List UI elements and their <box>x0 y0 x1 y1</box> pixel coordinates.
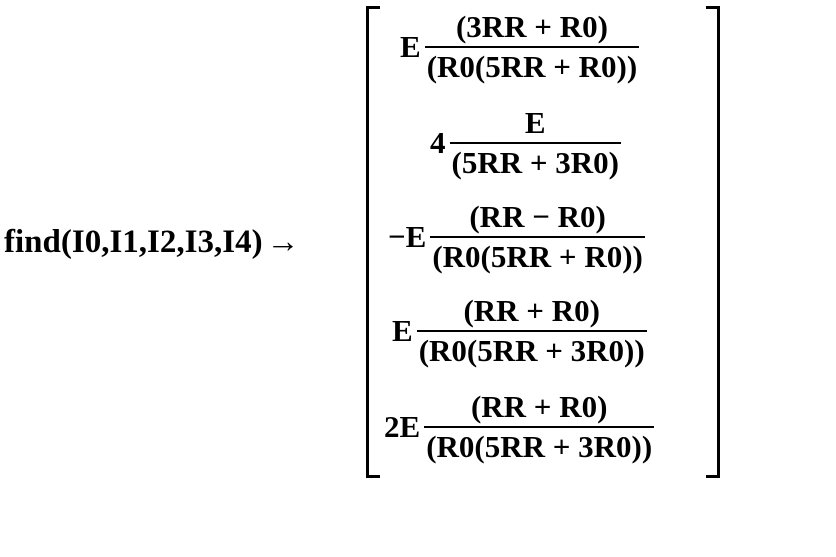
result-vector-entry: −E (RR − R0) (R0(5RR + R0)) <box>388 198 645 276</box>
entry-coefficient: 2E <box>384 409 421 444</box>
fraction-bar <box>424 426 655 428</box>
result-vector-entry: 4 E (5RR + 3R0) <box>430 104 621 182</box>
find-call: find(I0,I1,I2,I3,I4) <box>4 224 263 260</box>
fraction-bar <box>416 330 647 332</box>
fraction-bar <box>430 236 645 238</box>
fraction-numerator: (3RR + R0) <box>455 9 608 44</box>
fraction-numerator: E <box>524 105 546 140</box>
fraction-denominator: (R0(5RR + 3R0)) <box>418 333 645 368</box>
entry-fraction: (RR − R0) (R0(5RR + R0)) <box>430 198 645 276</box>
fraction-denominator: (R0(5RR + R0)) <box>426 49 638 84</box>
left-matrix-bracket <box>366 6 380 478</box>
fraction-numerator: (RR − R0) <box>469 199 606 234</box>
result-vector-entry: 2E (RR + R0) (R0(5RR + 3R0)) <box>384 388 655 466</box>
entry-coefficient: −E <box>388 219 427 254</box>
result-vector-entry: E (3RR + R0) (R0(5RR + R0)) <box>400 8 640 86</box>
right-matrix-bracket <box>706 6 720 478</box>
entry-fraction: (RR + R0) (R0(5RR + 3R0)) <box>416 292 647 370</box>
fraction-numerator: (RR + R0) <box>463 293 600 328</box>
fraction-bar <box>449 142 621 144</box>
result-vector-entry: E (RR + R0) (R0(5RR + 3R0)) <box>392 292 647 370</box>
entry-coefficient: E <box>400 29 421 64</box>
entry-fraction: (RR + R0) (R0(5RR + 3R0)) <box>424 388 655 466</box>
symbolic-evaluation-arrow: → <box>266 224 300 260</box>
entry-fraction: (3RR + R0) (R0(5RR + R0)) <box>424 8 640 86</box>
find-expression: find(I0,I1,I2,I3,I4)→ <box>4 220 300 264</box>
entry-coefficient: 4 <box>430 125 446 160</box>
fraction-bar <box>424 46 640 48</box>
fraction-numerator: (RR + R0) <box>470 389 608 424</box>
entry-coefficient: E <box>392 313 413 348</box>
fraction-denominator: (5RR + 3R0) <box>451 145 619 180</box>
fraction-denominator: (R0(5RR + R0)) <box>432 239 643 274</box>
fraction-denominator: (R0(5RR + 3R0)) <box>426 429 653 464</box>
entry-fraction: E (5RR + 3R0) <box>449 104 621 182</box>
